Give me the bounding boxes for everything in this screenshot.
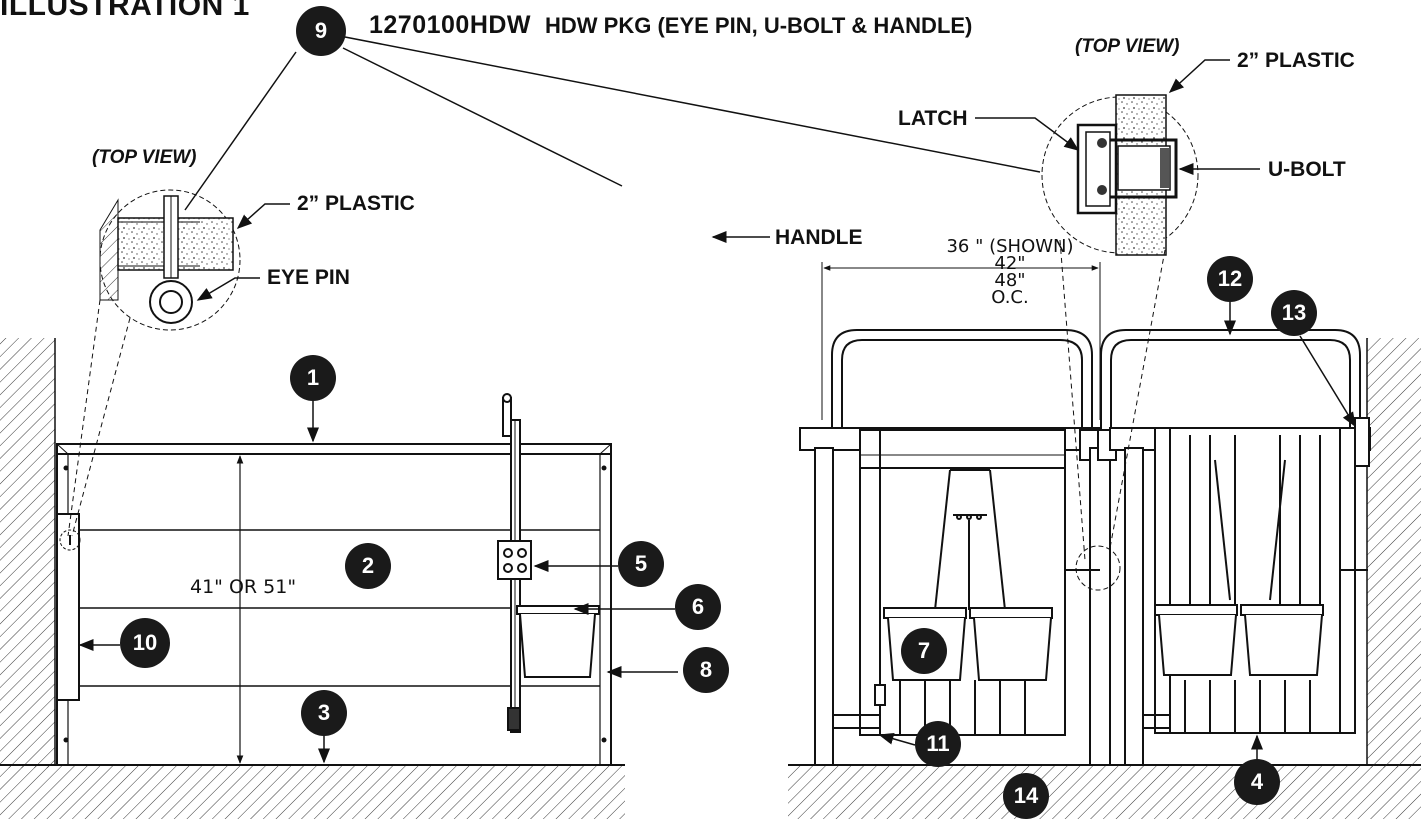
callout-10: 10 bbox=[120, 618, 170, 668]
part-description: HDW PKG (EYE PIN, U-BOLT & HANDLE) bbox=[545, 13, 973, 38]
left-wall-hatch bbox=[0, 338, 56, 768]
callout-2: 2 bbox=[345, 543, 391, 589]
height-dimension-label: 41" OR 51" bbox=[190, 576, 297, 598]
left-feed-bucket bbox=[516, 605, 600, 678]
right-plastic-label: 2” PLASTIC bbox=[1237, 49, 1355, 72]
left-detail-view-label: (TOP VIEW) bbox=[92, 147, 197, 168]
part-header: 1270100HDW HDW PKG (EYE PIN, U-BOLT & HAN… bbox=[369, 13, 972, 38]
callout-7: 7 bbox=[901, 628, 947, 674]
handle-label: HANDLE bbox=[775, 226, 863, 249]
stall-right-buckets bbox=[1154, 604, 1324, 676]
ubolt-label: U-BOLT bbox=[1268, 158, 1346, 181]
width-shown: 36 " (SHOWN) bbox=[946, 236, 1074, 257]
callout-11: 11 bbox=[915, 721, 961, 767]
width-note: O.C. bbox=[991, 287, 1029, 308]
diagram-title: ILLUSTRATION 1 bbox=[0, 0, 250, 22]
callout-6: 6 bbox=[675, 584, 721, 630]
stall-left bbox=[799, 427, 1101, 766]
center-divider-post bbox=[1065, 429, 1121, 766]
callout-1: 1 bbox=[290, 355, 336, 401]
callout-4: 4 bbox=[1234, 759, 1280, 805]
part-number: 1270100HDW bbox=[369, 11, 532, 39]
leader-lines bbox=[78, 36, 1356, 780]
left-floor-hatch bbox=[0, 764, 625, 819]
right-detail-view-label: (TOP VIEW) bbox=[1075, 36, 1180, 57]
width-option-48: 48" bbox=[994, 270, 1026, 291]
hinge-post bbox=[56, 513, 81, 701]
callout-5: 5 bbox=[618, 541, 664, 587]
right-wall-hatch bbox=[1366, 338, 1421, 768]
right-detail-circle bbox=[1041, 94, 1199, 561]
eye-pin-label: EYE PIN bbox=[267, 266, 350, 289]
callout-9: 9 bbox=[296, 6, 346, 56]
callout-8: 8 bbox=[683, 647, 729, 693]
stall-right bbox=[1109, 417, 1371, 766]
callout-12: 12 bbox=[1207, 256, 1253, 302]
left-plastic-label: 2” PLASTIC bbox=[297, 192, 415, 215]
width-option-42: 42" bbox=[994, 253, 1026, 274]
gate-latch-bar bbox=[497, 393, 532, 733]
callout-14: 14 bbox=[1003, 773, 1049, 819]
width-dimension-label: 36 " (SHOWN) 42" 48" O.C. bbox=[930, 236, 1090, 308]
latch-label: LATCH bbox=[898, 107, 968, 130]
right-floor-hatch bbox=[788, 764, 1421, 819]
width-dimension-line bbox=[821, 262, 1101, 420]
handles bbox=[831, 329, 1361, 432]
callout-3: 3 bbox=[301, 690, 347, 736]
callout-13: 13 bbox=[1271, 290, 1317, 336]
